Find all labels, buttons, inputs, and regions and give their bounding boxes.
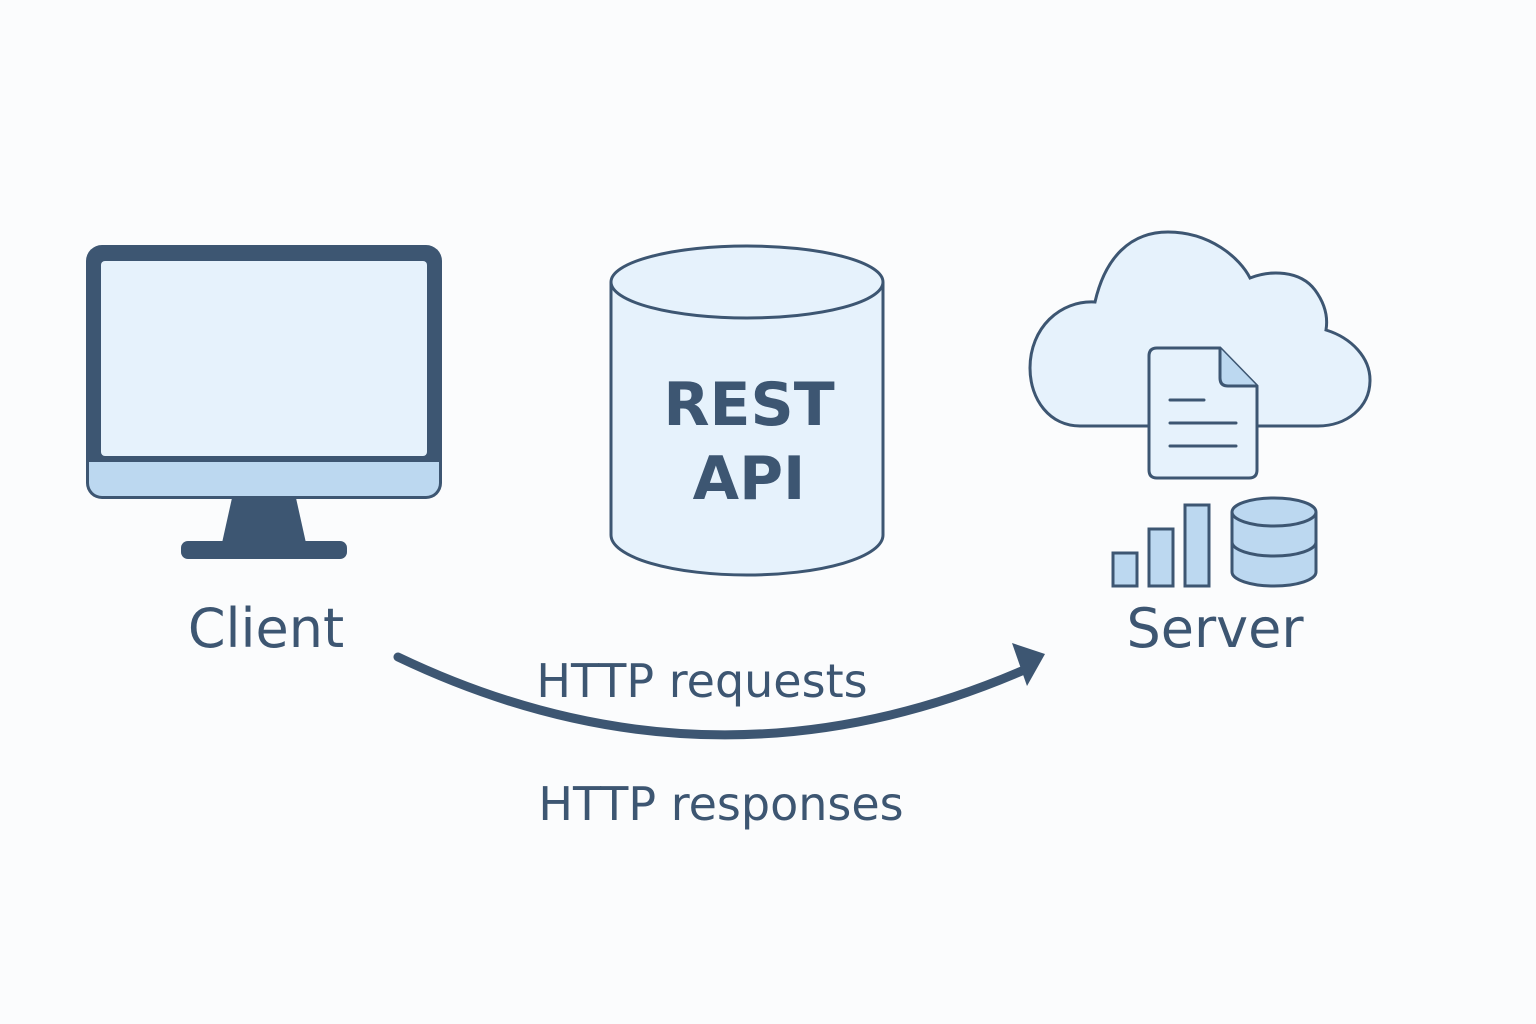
client-label: Client xyxy=(187,597,345,660)
http-responses-label: HTTP responses xyxy=(538,777,904,831)
curved-arrow-icon xyxy=(393,643,1045,740)
api-label-line2: API xyxy=(692,444,806,514)
bar-chart-icon xyxy=(1111,503,1211,588)
api-label: REST API xyxy=(663,368,834,516)
cloud-server-icon xyxy=(1028,230,1372,588)
database-icon xyxy=(1230,496,1318,588)
monitor-icon xyxy=(86,245,442,559)
server-label: Server xyxy=(1126,597,1304,660)
document-icon xyxy=(1147,346,1259,480)
api-label-line1: REST xyxy=(663,370,835,440)
cylinder-icon xyxy=(609,244,885,577)
http-requests-label: HTTP requests xyxy=(536,654,868,708)
